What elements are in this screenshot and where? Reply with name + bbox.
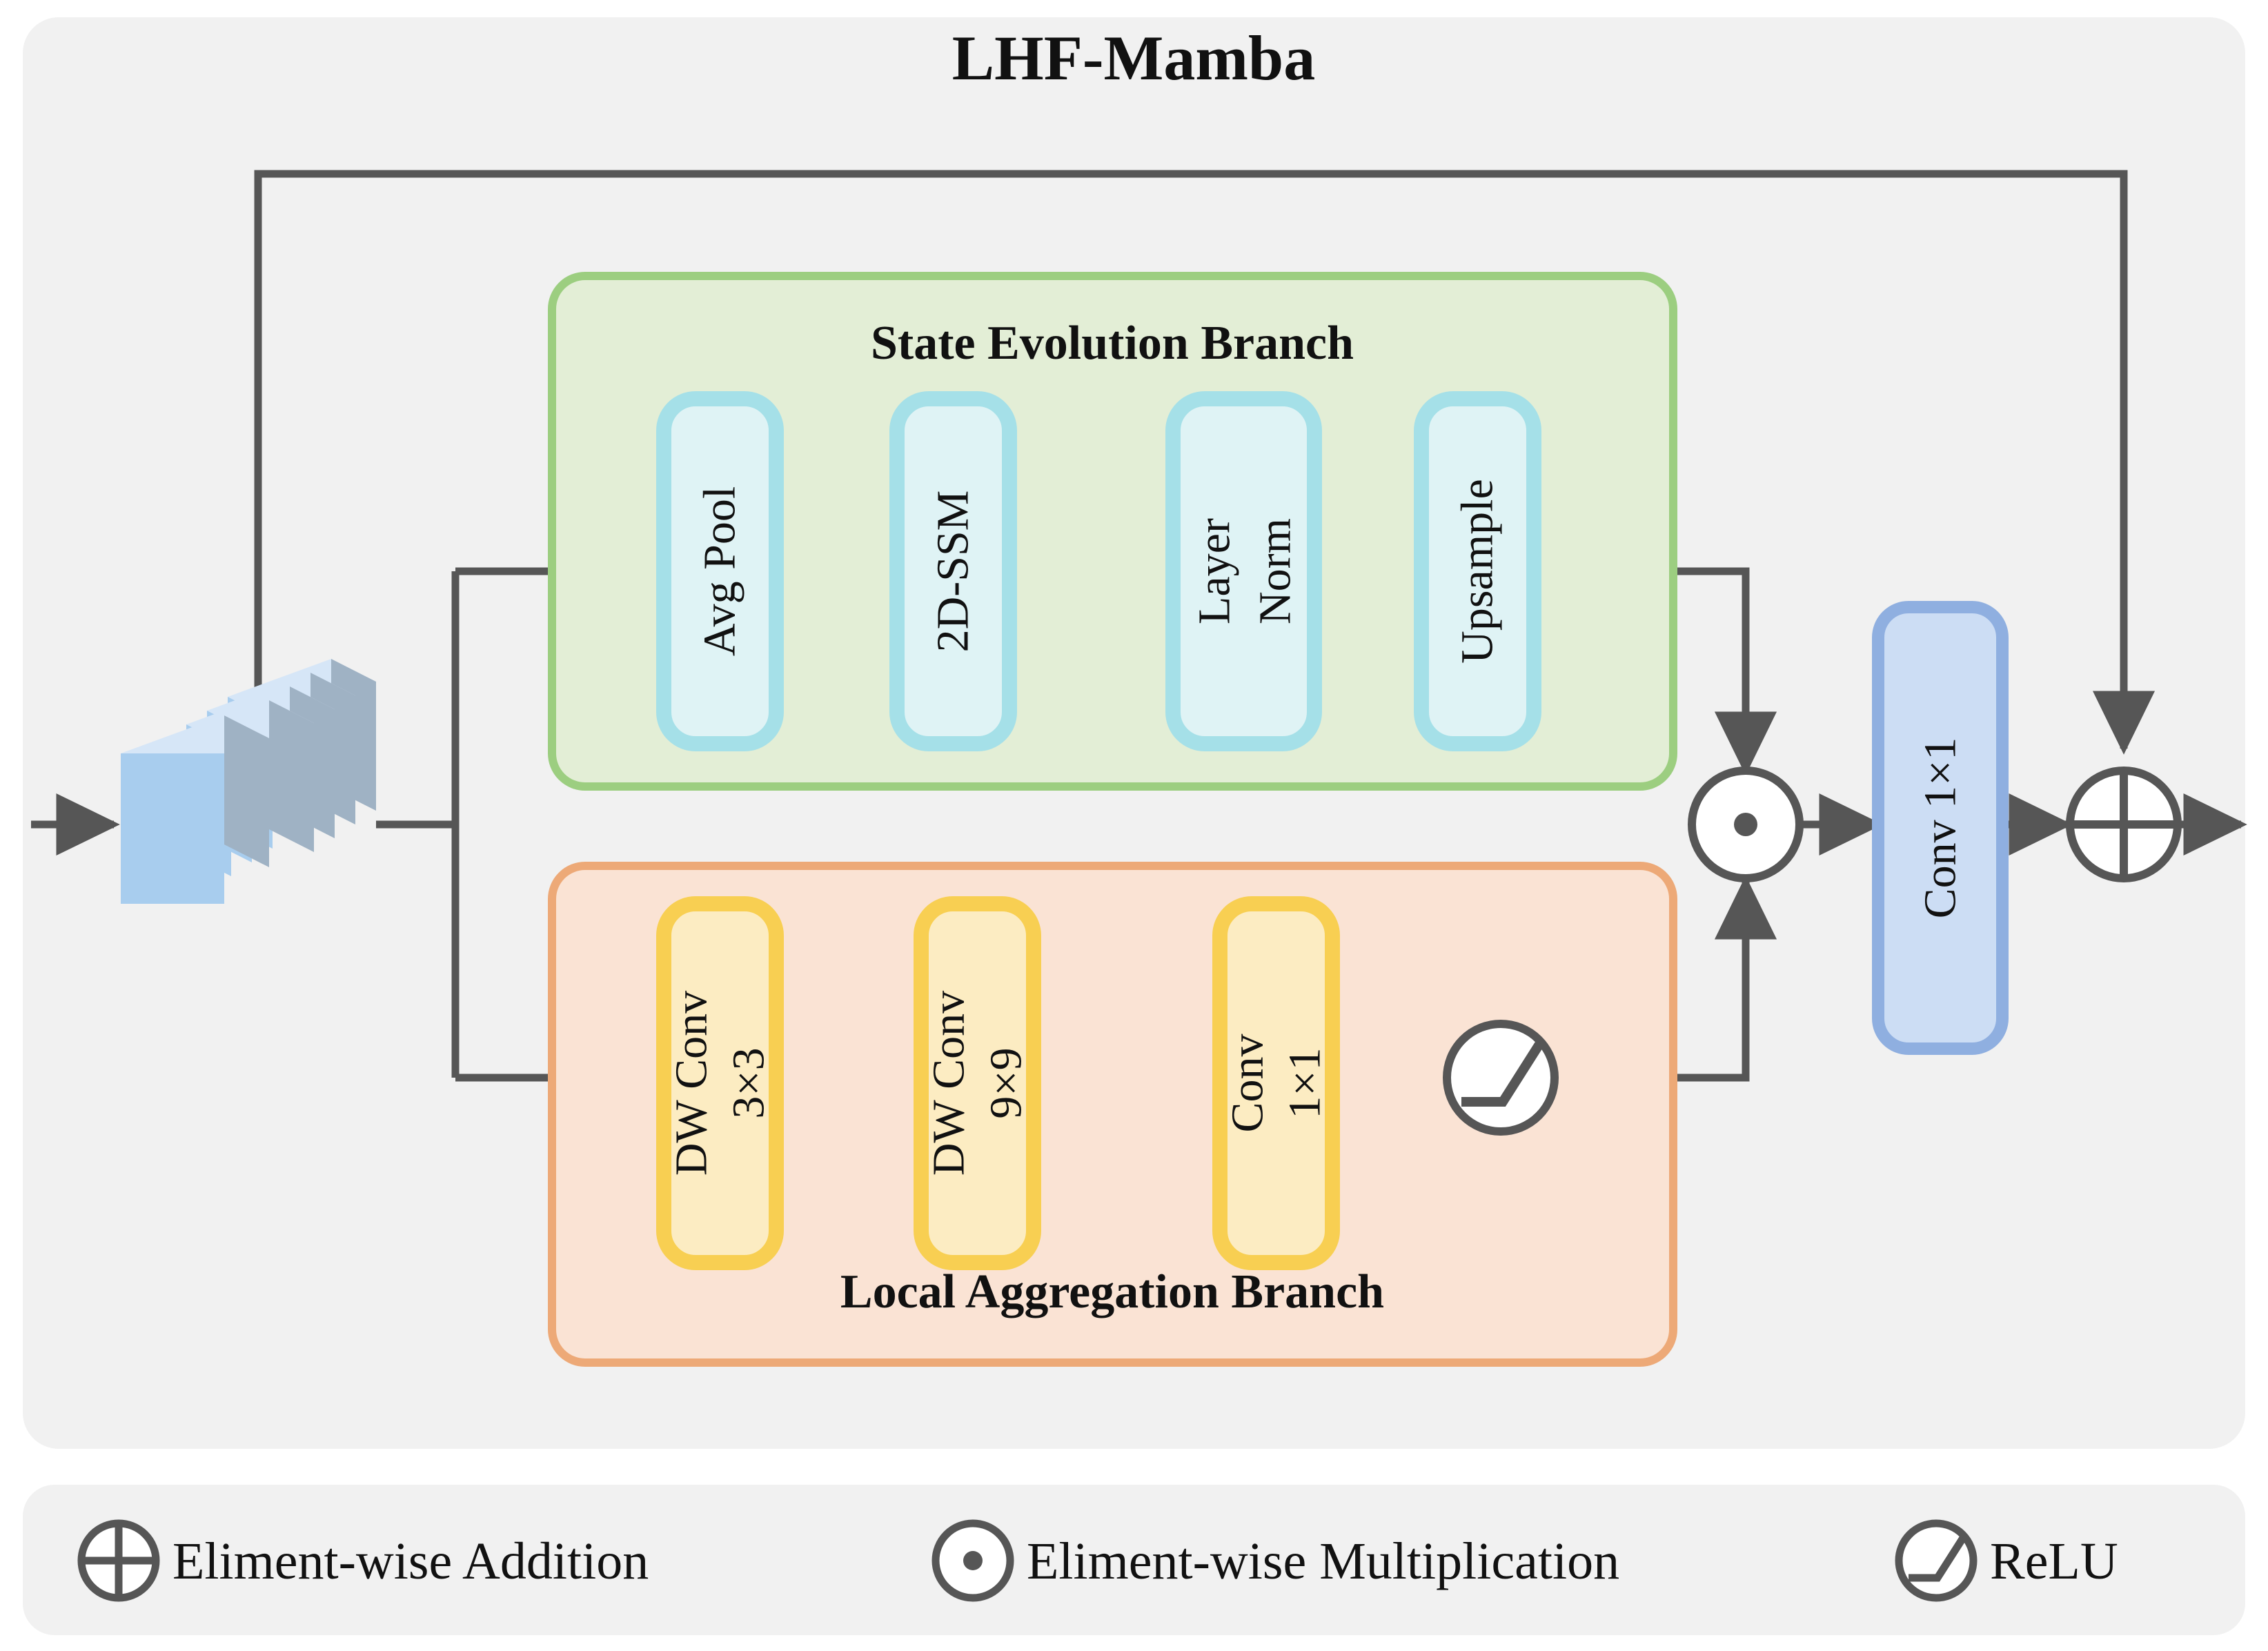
- state-evolution-label: State Evolution Branch: [871, 317, 1354, 370]
- block-conv-1x1-la[interactable]: Conv 1×1: [1212, 896, 1340, 1270]
- legend-item-addition: Eliment-wise Addition: [77, 1519, 649, 1602]
- block-avg-pool[interactable]: Avg Pool: [656, 391, 784, 751]
- legend-item-multiplication: Eliment-wise Multiplication: [931, 1519, 1619, 1602]
- add-node[interactable]: [2066, 767, 2182, 882]
- circle-dot-icon: [931, 1519, 1014, 1602]
- block-label-conv-1x1-out: Conv 1×1: [1915, 738, 1966, 919]
- relu-node[interactable]: [1443, 1020, 1559, 1136]
- block-label-layer-norm-line1: Layer: [1190, 518, 1240, 624]
- block-label-layer-norm-line2: Norm: [1250, 518, 1301, 624]
- legend-label-multiplication: Eliment-wise Multiplication: [1027, 1532, 1619, 1590]
- circle-plus-icon: [77, 1519, 160, 1602]
- legend-label-relu: ReLU: [1990, 1532, 2118, 1590]
- block-label-2d-ssm: 2D-SSM: [928, 491, 978, 653]
- block-2d-ssm[interactable]: 2D-SSM: [889, 391, 1017, 751]
- figure-title: LHF-Mamba: [952, 23, 1315, 93]
- block-label-conv-1x1-la-line1: Conv: [1223, 1034, 1273, 1132]
- circle-relu-icon: [1895, 1519, 1978, 1602]
- local-aggregation-label: Local Aggregation Branch: [840, 1265, 1384, 1318]
- legend-label-addition: Eliment-wise Addition: [172, 1532, 649, 1590]
- block-label-dw-conv-3x3-line1: DW Conv: [667, 991, 717, 1176]
- block-label-dw-conv-3x3-line2: 3×3: [724, 1047, 774, 1118]
- block-label-avg-pool: Avg Pool: [695, 486, 745, 656]
- legend: Eliment-wise Addition Eliment-wise Multi…: [77, 1519, 2118, 1602]
- skip-connection-wire: [254, 170, 2156, 755]
- block-label-upsample: Upsample: [1452, 479, 1503, 664]
- legend-item-relu: ReLU: [1895, 1519, 2118, 1602]
- local-aggregation-container: [548, 862, 1677, 1367]
- multiply-node[interactable]: [1688, 767, 1804, 882]
- block-dw-conv-9x9[interactable]: DW Conv 9×9: [914, 896, 1041, 1270]
- state-evolution-container: [548, 272, 1677, 791]
- block-label-dw-conv-9x9-line1: DW Conv: [924, 991, 974, 1176]
- block-dw-conv-3x3[interactable]: DW Conv 3×3: [656, 896, 784, 1270]
- legend-card: [23, 1485, 2245, 1635]
- block-layer-norm[interactable]: Layer Norm: [1165, 391, 1322, 751]
- feature-map-cube: [121, 659, 376, 904]
- block-conv-1x1-out[interactable]: Conv 1×1: [1872, 601, 2009, 1055]
- block-label-conv-1x1-la-line2: 1×1: [1280, 1047, 1330, 1118]
- block-upsample[interactable]: Upsample: [1414, 391, 1541, 751]
- block-label-dw-conv-9x9-line2: 9×9: [981, 1047, 1032, 1118]
